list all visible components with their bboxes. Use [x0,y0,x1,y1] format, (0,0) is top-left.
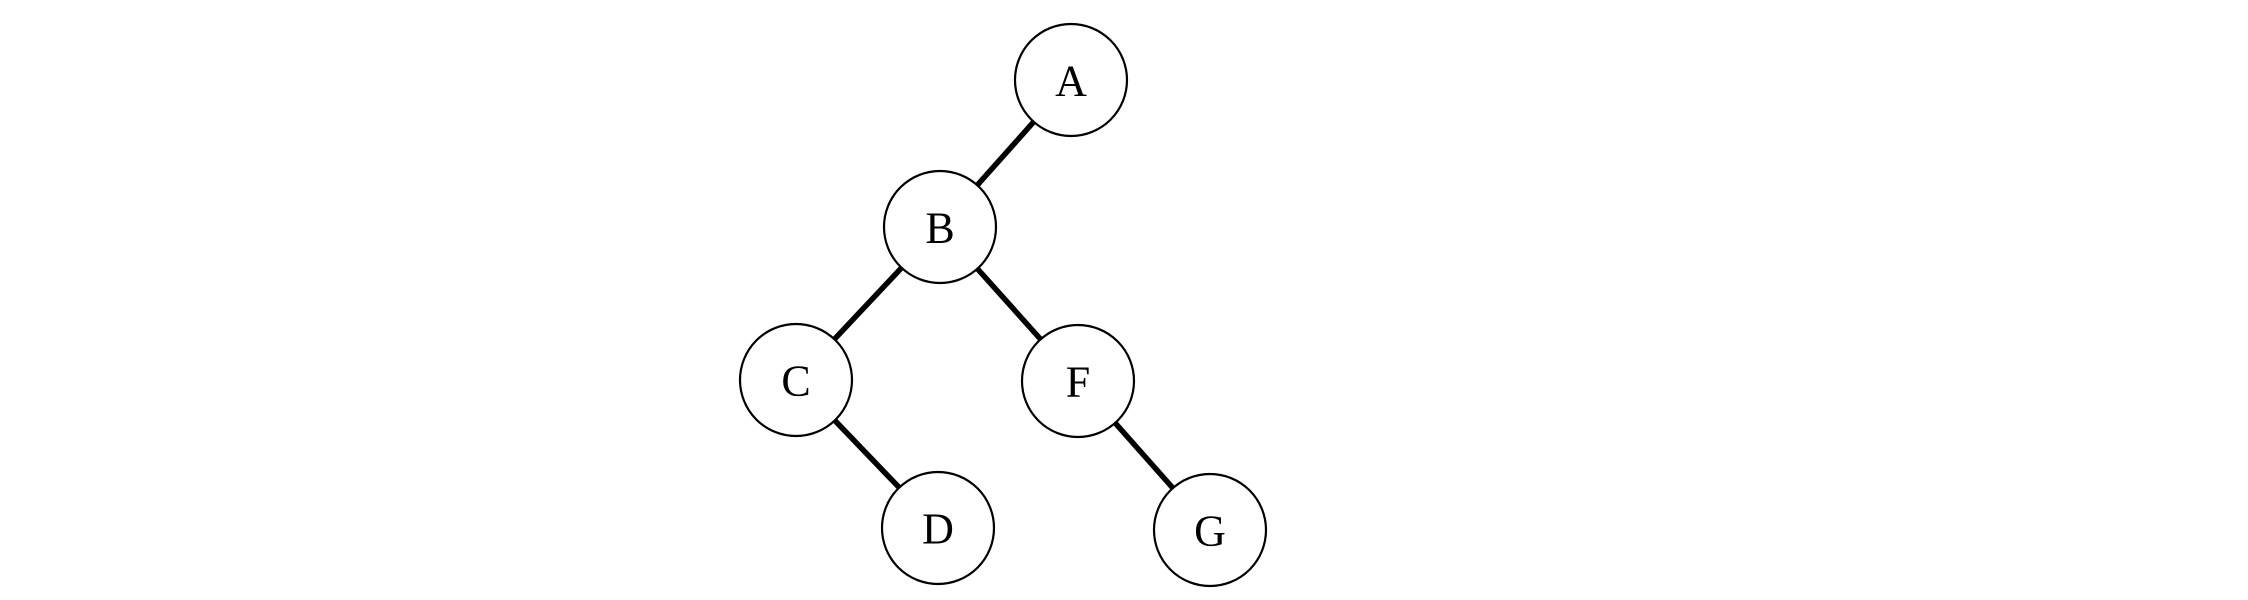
nodes-layer: A B C F D G [738,22,1268,588]
node-label-g: G [1194,507,1226,556]
graph-node-f[interactable]: F [1020,323,1136,439]
graph-node-d[interactable]: D [880,470,996,586]
node-circle-g[interactable] [1152,472,1268,588]
graph-node-g[interactable]: G [1152,472,1268,588]
node-circle-a[interactable] [1013,22,1129,138]
node-label-d: D [922,505,954,554]
graph-edge-b-f [974,266,1044,342]
graph-edge-a-b [974,119,1037,188]
graph-edge-c-d [832,417,902,491]
node-label-f: F [1066,358,1090,407]
node-label-b: B [925,204,954,253]
node-circle-b[interactable] [882,169,998,285]
node-label-a: A [1055,57,1087,106]
graph-edge-b-c [831,265,905,342]
edges-layer [831,119,1176,491]
graph-node-c[interactable]: C [738,322,854,438]
node-circle-c[interactable] [738,322,854,438]
node-label-c: C [781,357,810,406]
node-circle-d[interactable] [880,470,996,586]
graph-node-a[interactable]: A [1013,22,1129,138]
graph-edge-f-g [1112,420,1176,491]
node-circle-f[interactable] [1020,323,1136,439]
graph-node-b[interactable]: B [882,169,998,285]
